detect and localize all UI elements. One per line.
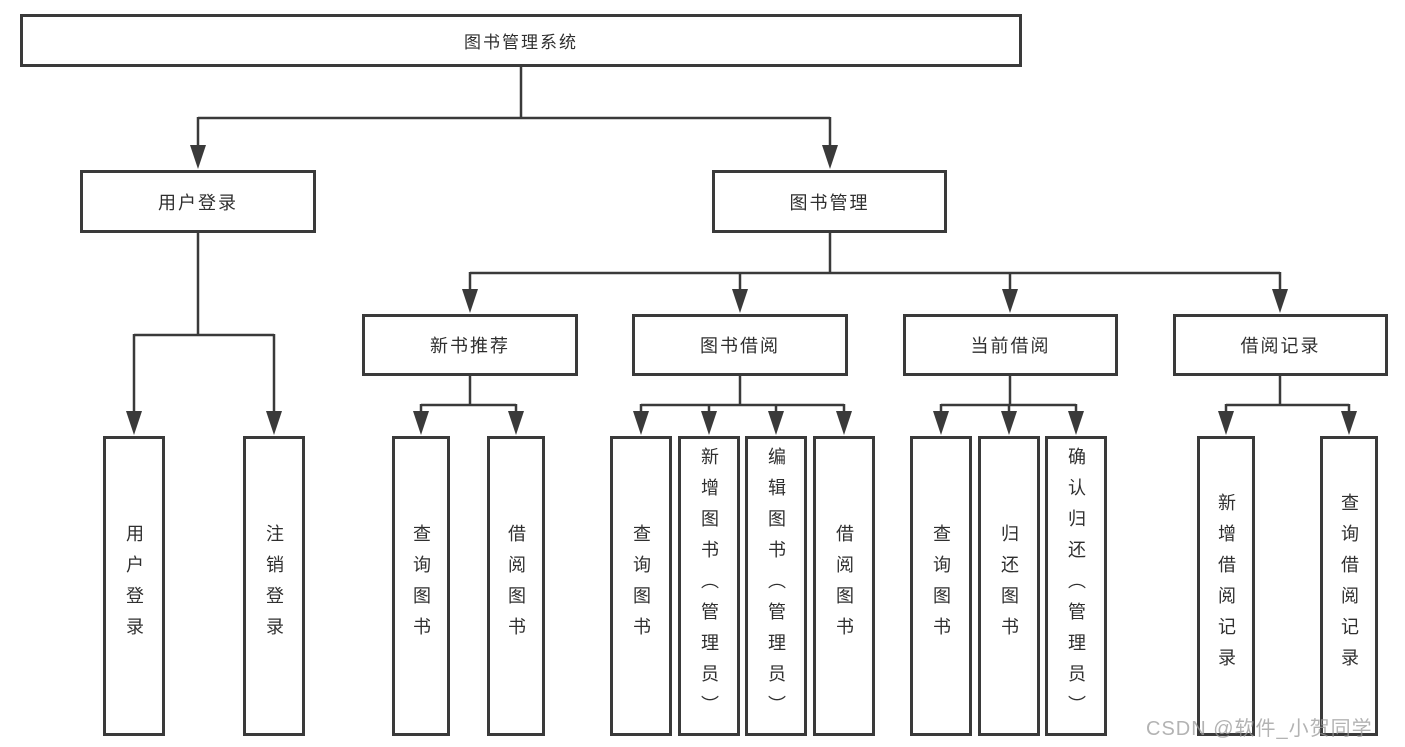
leaf-query-books-recommend-label: 查询图书 (411, 524, 431, 648)
leaf-return-books-label: 归还图书 (999, 524, 1019, 648)
leaf-edit-book-admin-label: 编辑图书（管理员） (766, 446, 786, 726)
leaf-borrow-books: 借阅图书 (813, 436, 875, 736)
leaf-add-borrow-record: 新增借阅记录 (1197, 436, 1255, 736)
leaf-query-books-current-label: 查询图书 (931, 524, 951, 648)
leaf-query-books-borrow: 查询图书 (610, 436, 672, 736)
leaf-logout-label: 注销登录 (264, 524, 284, 648)
leaf-add-book-admin: 新增图书（管理员） (678, 436, 740, 736)
leaf-confirm-return-admin-label: 确认归还（管理员） (1066, 446, 1086, 726)
node-current-borrow-label: 当前借阅 (970, 336, 1051, 356)
node-new-book-recommend: 新书推荐 (362, 314, 578, 376)
leaf-query-books-current: 查询图书 (910, 436, 972, 736)
node-borrow-records-label: 借阅记录 (1240, 336, 1321, 356)
leaf-edit-book-admin: 编辑图书（管理员） (745, 436, 807, 736)
leaf-user-login-label: 用户登录 (124, 524, 144, 648)
node-current-borrow: 当前借阅 (903, 314, 1118, 376)
node-book-management: 图书管理 (712, 170, 947, 233)
node-root: 图书管理系统 (20, 14, 1022, 67)
leaf-add-book-admin-label: 新增图书（管理员） (699, 446, 719, 726)
leaf-logout: 注销登录 (243, 436, 305, 736)
node-book-management-label: 图书管理 (789, 192, 870, 213)
connector-arrowheads (126, 145, 1357, 435)
leaf-borrow-books-recommend-label: 借阅图书 (506, 524, 526, 648)
leaf-borrow-books-recommend: 借阅图书 (487, 436, 545, 736)
leaf-confirm-return-admin: 确认归还（管理员） (1045, 436, 1107, 736)
leaf-add-borrow-record-label: 新增借阅记录 (1216, 493, 1236, 679)
leaf-query-borrow-record: 查询借阅记录 (1320, 436, 1378, 736)
node-new-book-recommend-label: 新书推荐 (430, 336, 510, 356)
node-borrow-records: 借阅记录 (1173, 314, 1388, 376)
leaf-query-borrow-record-label: 查询借阅记录 (1339, 493, 1359, 679)
node-book-borrow: 图书借阅 (632, 314, 848, 376)
node-user-login: 用户登录 (80, 170, 316, 233)
node-user-login-label: 用户登录 (158, 192, 238, 213)
csdn-watermark: CSDN @软件_小贺同学 (1146, 718, 1373, 740)
leaf-borrow-books-label: 借阅图书 (834, 524, 854, 648)
leaf-return-books: 归还图书 (978, 436, 1040, 736)
node-root-label: 图书管理系统 (464, 33, 578, 52)
leaf-query-books-recommend: 查询图书 (392, 436, 450, 736)
leaf-user-login: 用户登录 (103, 436, 165, 736)
node-book-borrow-label: 图书借阅 (700, 336, 780, 356)
leaf-query-books-borrow-label: 查询图书 (631, 524, 651, 648)
